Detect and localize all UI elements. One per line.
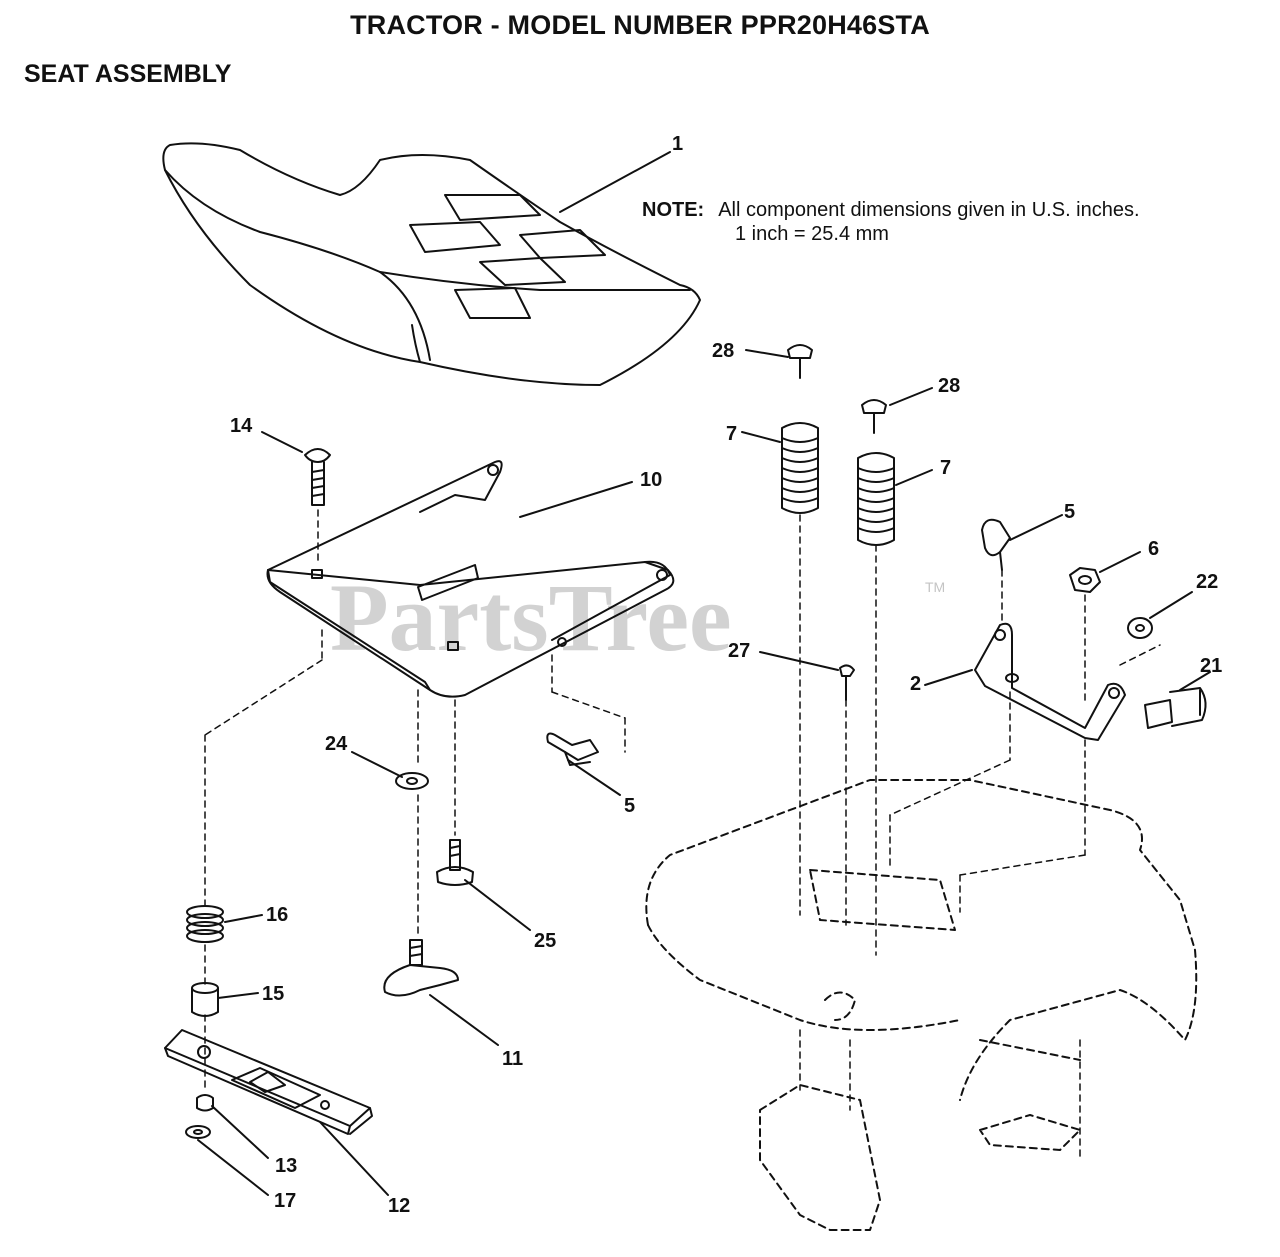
callout-5a: 5 [1064,501,1075,523]
note-line-1: All component dimensions given in U.S. i… [718,199,1140,221]
part-spacer [191,982,259,1017]
leader-14 [261,431,303,453]
part-lock-nut [1069,551,1141,593]
callout-28a: 28 [712,340,734,362]
callout-12: 12 [388,1195,410,1217]
part-shoulder-bolt [436,839,531,931]
note-line-2: 1 inch = 25.4 mm [735,223,889,245]
callout-25: 25 [534,930,556,952]
part-screw-28-right [861,387,933,434]
part-compression-spring [186,905,263,943]
part-carriage-bolt [261,431,331,506]
leader-28b [889,387,933,406]
page-title: TRACTOR - MODEL NUMBER PPR20H46STA [350,10,930,40]
leader-17 [197,1139,269,1196]
callout-14: 14 [230,415,253,437]
dimension-note: NOTE: All component dimensions given in U… [642,198,1140,246]
part-washer-22 [1127,591,1193,639]
leader-1 [559,151,671,213]
part-seat [162,142,701,386]
note-label: NOTE: [642,199,705,221]
leader-7a [741,431,781,443]
part-tractor-fender [645,779,1198,1231]
callout-6: 6 [1148,538,1159,560]
leader-5a [1009,514,1063,541]
callout-15: 15 [262,983,284,1005]
leader-16 [224,914,263,923]
part-adjust-knob [383,939,499,1046]
watermark-logo: PartsTree [330,564,732,671]
part-screw-27 [759,651,855,701]
part-washer [351,751,429,790]
alignment-lines [204,509,1161,1161]
part-seat-spring-left [741,422,819,514]
leader-13 [211,1105,269,1159]
watermark-trademark: TM [925,579,945,595]
callout-16: 16 [266,904,288,926]
part-flange-nut [185,1125,269,1196]
callout-5b: 5 [624,795,635,817]
part-switch-clip-upper [981,514,1063,571]
callout-1: 1 [672,133,683,155]
leader-2 [924,669,973,686]
callout-28b: 28 [938,375,960,397]
leader-22 [1149,591,1193,619]
callout-27: 27 [728,640,750,662]
part-seat-switch-clip-lower [546,732,621,796]
leader-21 [1179,671,1211,691]
leader-10 [519,481,633,518]
part-seat-pan [266,460,675,698]
callout-13: 13 [275,1155,297,1177]
leader-27 [759,651,839,671]
leader-15 [217,992,259,999]
part-hex-nut [196,1094,269,1159]
part-seat-bracket [924,622,1126,741]
leader-24 [351,751,403,778]
leader-28a [745,349,789,358]
callout-2: 2 [910,673,921,695]
leader-25 [464,879,531,931]
leader-12 [319,1121,389,1196]
part-seat-spring-right [857,452,933,546]
leader-6 [1099,551,1141,573]
leader-11 [429,994,499,1046]
callout-17: 17 [274,1190,296,1212]
leader-5b [567,759,621,796]
part-pivot-bolt [1144,671,1211,729]
callout-11: 11 [502,1048,523,1070]
callout-7b: 7 [940,457,951,479]
part-screw-28-left [745,344,813,379]
part-slide-plate [164,1029,389,1196]
section-title: SEAT ASSEMBLY [24,60,232,88]
callout-7a: 7 [726,423,737,445]
callout-21: 21 [1200,655,1222,677]
callout-labels: 1 28 28 7 7 14 10 5 6 22 21 2 27 5 24 25… [230,133,1222,1217]
callout-10: 10 [640,469,662,491]
callout-22: 22 [1196,571,1218,593]
leader-7b [895,469,933,486]
callout-24: 24 [325,733,348,755]
